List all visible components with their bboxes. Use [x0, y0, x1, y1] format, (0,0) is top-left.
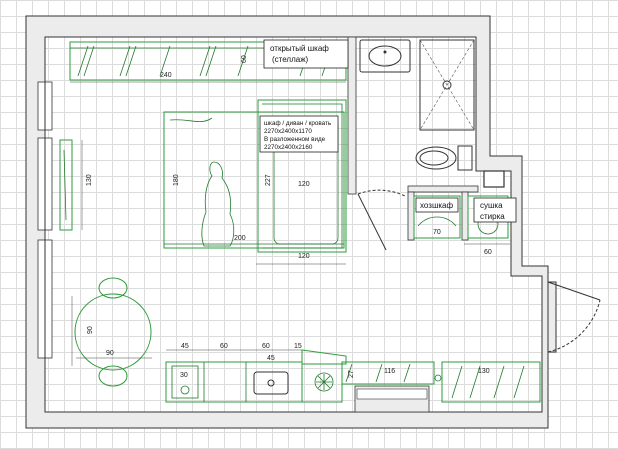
tv-length-dim: 130: [86, 174, 93, 186]
partition-horizontal: [407, 185, 479, 193]
entrance-door: [547, 281, 601, 353]
oven-dim: 30: [180, 372, 188, 379]
bed-width-dim: 200: [234, 235, 246, 242]
kitchen-dim-7: 27: [348, 370, 355, 378]
sofa-depth-dim: 227: [265, 174, 272, 186]
bathroom-door: [357, 189, 406, 251]
table-depth-dim: 90: [87, 326, 94, 334]
kitchen-dim-8: 116: [384, 368, 395, 375]
sofa-bed: 180 200 227 120 120 шкаф / диван / крова…: [163, 99, 347, 265]
shelf-width-dim: 240: [160, 72, 172, 79]
sink: [359, 39, 411, 73]
kitchen-dim-4: 15: [294, 343, 302, 350]
laundry-label-line2: стирка: [480, 212, 505, 221]
sofa-label-line1: шкаф / диван / кровать: [264, 120, 332, 127]
sofa-top-dim: 120: [298, 181, 310, 188]
sofa-front-dim: 120: [298, 253, 310, 260]
walls: [25, 15, 557, 429]
service-shaft: [483, 170, 505, 188]
kitchen-sink: [253, 371, 289, 395]
sofa-label-line3: В разложенном виде: [264, 136, 326, 143]
open-shelf: открытый шкаф (стеллаж) 240 60: [69, 39, 349, 83]
kitchen-dim-9: 130: [478, 368, 490, 375]
laundry-label-line1: сушка: [480, 201, 503, 210]
kitchen-dim-1: 45: [181, 343, 189, 350]
shelf-depth-dim: 60: [241, 55, 248, 63]
table-width-dim: 90: [106, 350, 114, 357]
sofa-label-line2: 2270x2400x1170: [264, 128, 312, 135]
partition-niche: [407, 191, 415, 241]
partition-laundry: [461, 191, 469, 241]
storage-label: хозшкаф: [420, 201, 453, 210]
person-silhouette: [201, 161, 235, 247]
tv-unit: 130: [59, 139, 93, 231]
bathroom-fixtures: [359, 39, 475, 171]
kitchen-dim-3: 60: [262, 343, 270, 350]
storage-closet: хозшкаф 70: [413, 195, 461, 239]
dining-table: 90 90: [71, 277, 152, 387]
shelf-label-line2: (стеллаж): [272, 55, 309, 64]
shelf-label-line1: открытый шкаф: [270, 44, 329, 53]
windows: [37, 81, 53, 359]
bed-length-dim: 180: [173, 174, 180, 186]
laundry-width-dim: 60: [484, 249, 492, 256]
kitchen-row: 45 60 60 15 30 45 27 116 130: [165, 343, 541, 403]
oven: [171, 365, 199, 399]
sofa-label-line4: 2270x2400x2160: [264, 144, 313, 151]
toilet: [415, 145, 473, 171]
shower: [419, 39, 475, 131]
storage-depth-dim: 70: [433, 229, 441, 236]
kitchen-dim-6: 45: [267, 355, 275, 362]
kitchen-dim-2: 60: [220, 343, 228, 350]
stove-icon: [314, 372, 334, 392]
partition-vertical: [347, 36, 357, 195]
laundry-area: сушка стирка 60: [464, 195, 517, 256]
